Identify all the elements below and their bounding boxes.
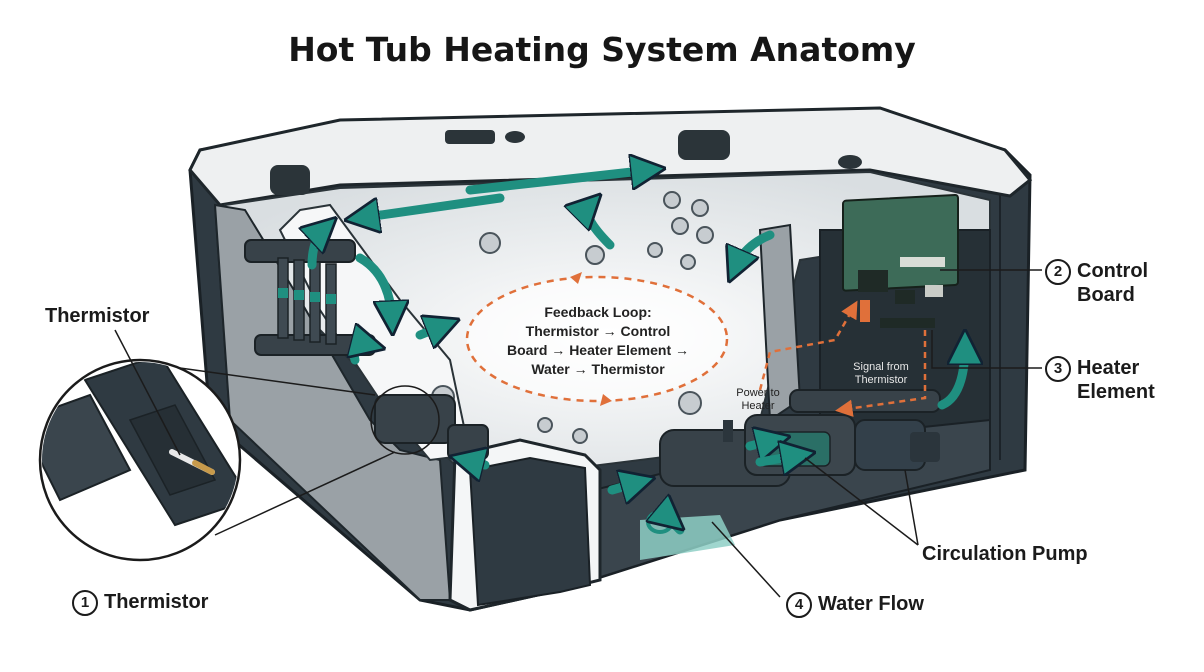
- thermistor-number: 1: [72, 590, 98, 616]
- flow-arrow-left-lower: [354, 344, 370, 365]
- heater-element-number: 3: [1045, 356, 1071, 382]
- top-panel: [445, 130, 495, 144]
- leader-lines: [711, 269, 1042, 598]
- power-to-heater-label: Power to Heater: [728, 387, 788, 413]
- power-line1: Power to: [736, 387, 780, 399]
- page-title: Hot Tub Heating System Anatomy: [288, 30, 916, 69]
- signal-line2: Thermistor: [854, 374, 908, 386]
- circulation-pump-label: Circulation Pump: [922, 543, 1088, 565]
- flow-arrow-bottom: [607, 482, 640, 490]
- headrest-right: [678, 130, 730, 160]
- feedback-loop-text: Feedback Loop: Thermistor → Control Boar…: [478, 303, 718, 379]
- flow-arrow-heater-b: [755, 455, 800, 462]
- water-flow-arrows: [312, 170, 965, 535]
- feedback-loop-line1: Feedback Loop:: [544, 304, 652, 320]
- feedback-loop-arrowheads: [570, 272, 612, 406]
- flow-arrow-top-left: [360, 193, 505, 218]
- signal-line: [835, 330, 927, 417]
- flow-arrow-heater-a: [745, 440, 775, 446]
- power-line2: Heater: [741, 400, 775, 412]
- water-flow-text: Water Flow: [818, 593, 924, 615]
- heater-element-line1: Heater: [1077, 357, 1140, 379]
- feedback-loop-line2: Thermistor → Control: [525, 323, 671, 339]
- flow-arrow-up-curve: [588, 205, 615, 250]
- thermistor-pointer: [114, 329, 181, 456]
- feedback-loop-line4: Water → Thermistor: [531, 361, 665, 377]
- signal-from-thermistor-label: Signal from Thermistor: [838, 361, 924, 387]
- control-board-number: 2: [1045, 259, 1071, 285]
- thermistor-label-text: Thermistor: [104, 591, 209, 613]
- control-board-line1: Control: [1077, 260, 1149, 282]
- top-knob-b: [838, 155, 862, 169]
- floor-water: [640, 515, 735, 560]
- magnifier-link-top: [179, 367, 376, 396]
- flow-arrow-left-curve: [355, 253, 392, 320]
- acrylic-rim: [188, 106, 1033, 207]
- feedback-loop-ellipse: [465, 275, 729, 403]
- feedback-loop-line3: Board → Heater Element →: [506, 342, 690, 358]
- flow-arrow-top-right: [465, 170, 650, 195]
- signal-lines: [758, 300, 927, 417]
- water-flow-label: 4 Water Flow: [786, 592, 924, 618]
- thermistor-label: 1 Thermistor: [72, 590, 208, 616]
- top-knob-a: [505, 131, 525, 143]
- control-board: [842, 193, 959, 328]
- thermistor-callout-ring: [370, 385, 440, 455]
- thermistor-top-label: Thermistor: [45, 305, 150, 327]
- front-corner-shell: [468, 456, 592, 607]
- signal-line1: Signal from: [853, 361, 909, 373]
- control-board-line2: Board: [1077, 284, 1135, 306]
- flow-arrow-left-top: [312, 228, 325, 270]
- heater-element-line2: Element: [1077, 381, 1155, 403]
- flow-arrow-drain: [668, 517, 681, 535]
- magnifier-link-bottom: [214, 451, 396, 536]
- flow-arrow-up-right: [937, 345, 965, 410]
- flow-arrow-mid: [415, 325, 445, 335]
- manifold: [244, 239, 376, 356]
- flow-arrow-to-pipe: [465, 460, 490, 465]
- flow-arrow-right-wall: [735, 230, 775, 268]
- power-line: [758, 300, 858, 391]
- headrest-left: [270, 165, 310, 195]
- thermistor-magnifier: [38, 358, 242, 562]
- water-flow-number: 4: [786, 592, 812, 618]
